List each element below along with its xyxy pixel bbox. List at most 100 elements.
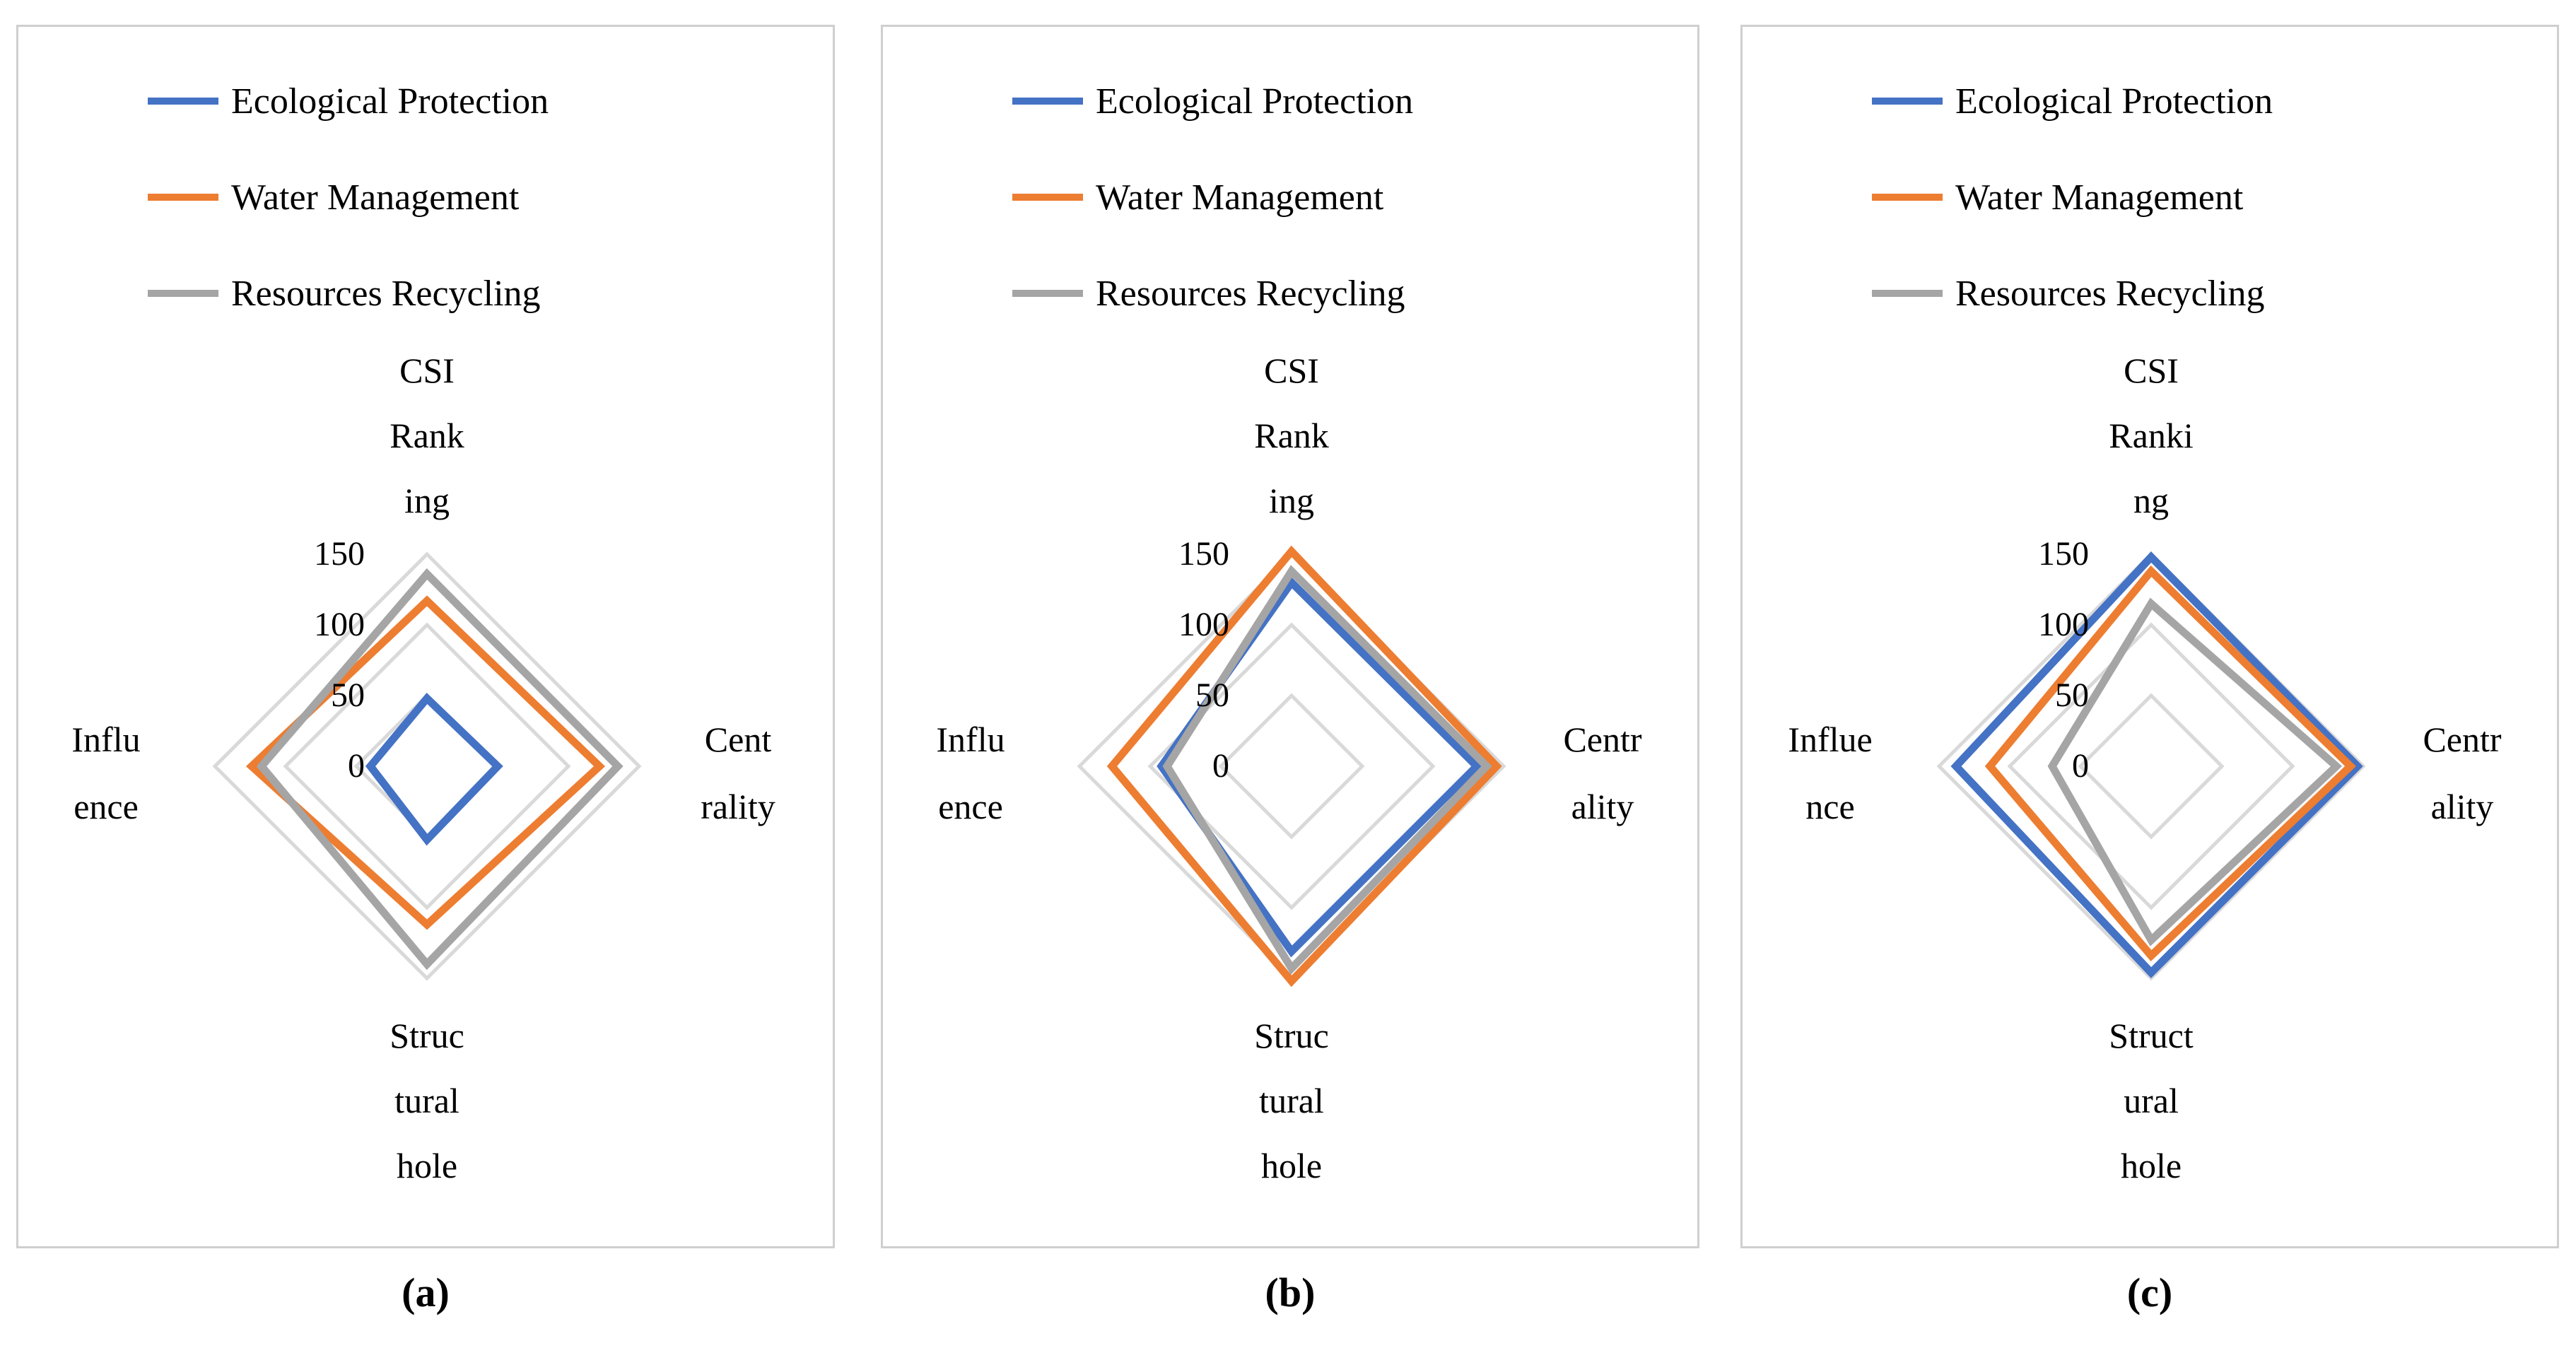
radar-chart-b	[1077, 545, 1506, 987]
axis-label-csi-ranking: CSI Rank ing	[1150, 338, 1433, 533]
panel-caption-a: (a)	[402, 1270, 450, 1315]
legend-label: Ecological Protection	[231, 81, 549, 122]
series-polygon-water-management	[1106, 545, 1502, 987]
axis-label-csi-ranking: CSI Rank ing	[286, 338, 568, 533]
axis-label-line: CSI	[399, 351, 455, 390]
axis-label-line: hole	[2120, 1146, 2182, 1185]
legend: Ecological Protection Water Management R…	[1872, 80, 2273, 368]
series-polygon-ecological-protection	[1950, 551, 2363, 978]
axis-label-line: ence	[74, 787, 139, 826]
axis-label-line: Struct	[2109, 1016, 2194, 1055]
legend-item-ecological-protection: Ecological Protection	[1012, 80, 1413, 122]
legend-label: Water Management	[1096, 177, 1384, 218]
axis-label-line: Ranki	[2109, 416, 2194, 455]
legend-item-ecological-protection: Ecological Protection	[1872, 80, 2273, 122]
tick-label-100: 100	[1178, 606, 1229, 643]
axis-label-line: Rank	[390, 416, 464, 455]
legend-label: Resources Recycling	[1096, 273, 1405, 314]
legend-line-marker-gray-icon	[148, 290, 218, 297]
gridline-ring-50	[2078, 693, 2225, 840]
axis-label-line: tural	[1259, 1081, 1324, 1120]
series-polygon-resources-recycling	[1162, 565, 1492, 975]
axis-label-line: CSI	[1264, 351, 1319, 390]
panel-caption-b: (b)	[1265, 1270, 1316, 1315]
axis-label-structural-hole: Struc tural hole	[286, 1003, 568, 1198]
axis-label-line: ural	[2124, 1081, 2179, 1120]
tick-label-100: 100	[2038, 606, 2089, 643]
legend-label: Water Management	[231, 177, 520, 218]
axis-label-line: Centr	[1563, 720, 1642, 759]
axis-label-csi-ranking: CSI Ranki ng	[2010, 338, 2293, 533]
axis-label-line: Influ	[71, 720, 141, 759]
axis-label-centrality: Cent rality	[643, 706, 833, 840]
legend-line-marker-blue-icon	[1872, 98, 1943, 105]
legend-line-marker-orange-icon	[1012, 194, 1083, 201]
tick-label-50: 50	[331, 676, 365, 714]
axis-label-line: nce	[1805, 787, 1855, 826]
tick-label-0: 0	[1212, 747, 1229, 785]
axis-label-line: hole	[396, 1146, 458, 1185]
legend-label: Resources Recycling	[231, 273, 541, 314]
legend-item-resources-recycling: Resources Recycling	[1872, 272, 2273, 315]
chart-panel-c: Ecological Protection Water Management R…	[1740, 25, 2559, 1248]
legend: Ecological Protection Water Management R…	[1012, 80, 1413, 368]
legend-item-resources-recycling: Resources Recycling	[148, 272, 549, 315]
legend-line-marker-gray-icon	[1012, 290, 1083, 297]
axis-label-line: rality	[701, 787, 775, 826]
legend-line-marker-blue-icon	[1012, 98, 1083, 105]
series-polygon-resources-recycling	[2047, 597, 2343, 946]
axis-label-line: ing	[404, 481, 450, 520]
tick-label-0: 0	[348, 747, 365, 785]
legend-label: Ecological Protection	[1955, 81, 2273, 122]
radar-chart-c	[1936, 551, 2366, 981]
gridline-ring-150	[212, 551, 642, 981]
series-polygon-ecological-protection	[365, 692, 503, 846]
axis-label-line: Struc	[390, 1016, 464, 1055]
axis-label-line: CSI	[2124, 351, 2179, 390]
gridline-ring-100	[2007, 622, 2295, 910]
tick-label-50: 50	[2055, 676, 2089, 714]
gridline-ring-50	[1218, 693, 1365, 840]
axis-label-structural-hole: Struct ural hole	[2010, 1003, 2293, 1198]
axis-label-line: tural	[394, 1081, 459, 1120]
tick-label-50: 50	[1195, 676, 1229, 714]
axis-label-line: Rank	[1254, 416, 1329, 455]
axis-label-line: Influe	[1788, 720, 1873, 759]
legend-label: Resources Recycling	[1955, 273, 2265, 314]
axis-label-influence: Influ ence	[883, 706, 1058, 840]
legend-line-marker-blue-icon	[148, 98, 218, 105]
tick-label-150: 150	[1178, 535, 1229, 573]
legend-item-water-management: Water Management	[148, 176, 549, 218]
axis-label-line: Cent	[704, 720, 772, 759]
tick-label-0: 0	[2072, 747, 2089, 785]
legend-item-resources-recycling: Resources Recycling	[1012, 272, 1413, 315]
axis-label-centrality: Centr ality	[2367, 706, 2558, 840]
legend-item-water-management: Water Management	[1012, 176, 1413, 218]
axis-label-line: ence	[938, 787, 1003, 826]
chart-panel-a: Ecological Protection Water Management R…	[16, 25, 835, 1248]
axis-label-influence: Influe nce	[1743, 706, 1918, 840]
axis-label-line: Struc	[1254, 1016, 1329, 1055]
panel-caption-c: (c)	[2126, 1270, 2173, 1315]
axis-label-line: Centr	[2423, 720, 2502, 759]
axis-label-line: ng	[2133, 481, 2169, 520]
axis-label-influence: Influ ence	[18, 706, 194, 840]
tick-label-150: 150	[314, 535, 365, 573]
axis-label-line: ality	[2430, 787, 2494, 826]
gridline-ring-100	[283, 622, 571, 910]
axis-label-line: hole	[1260, 1146, 1323, 1185]
axis-label-centrality: Centr ality	[1507, 706, 1698, 840]
chart-panel-b: Ecological Protection Water Management R…	[881, 25, 1699, 1248]
radar-chart-a	[212, 551, 642, 981]
legend: Ecological Protection Water Management R…	[148, 80, 549, 368]
legend-line-marker-gray-icon	[1872, 290, 1943, 297]
legend-item-ecological-protection: Ecological Protection	[148, 80, 549, 122]
axis-label-line: Influ	[936, 720, 1005, 759]
tick-label-100: 100	[314, 606, 365, 643]
axis-label-line: ing	[1269, 481, 1314, 520]
legend-item-water-management: Water Management	[1872, 176, 2273, 218]
axis-label-line: ality	[1571, 787, 1634, 826]
legend-label: Water Management	[1955, 177, 2244, 218]
legend-line-marker-orange-icon	[1872, 194, 1943, 201]
